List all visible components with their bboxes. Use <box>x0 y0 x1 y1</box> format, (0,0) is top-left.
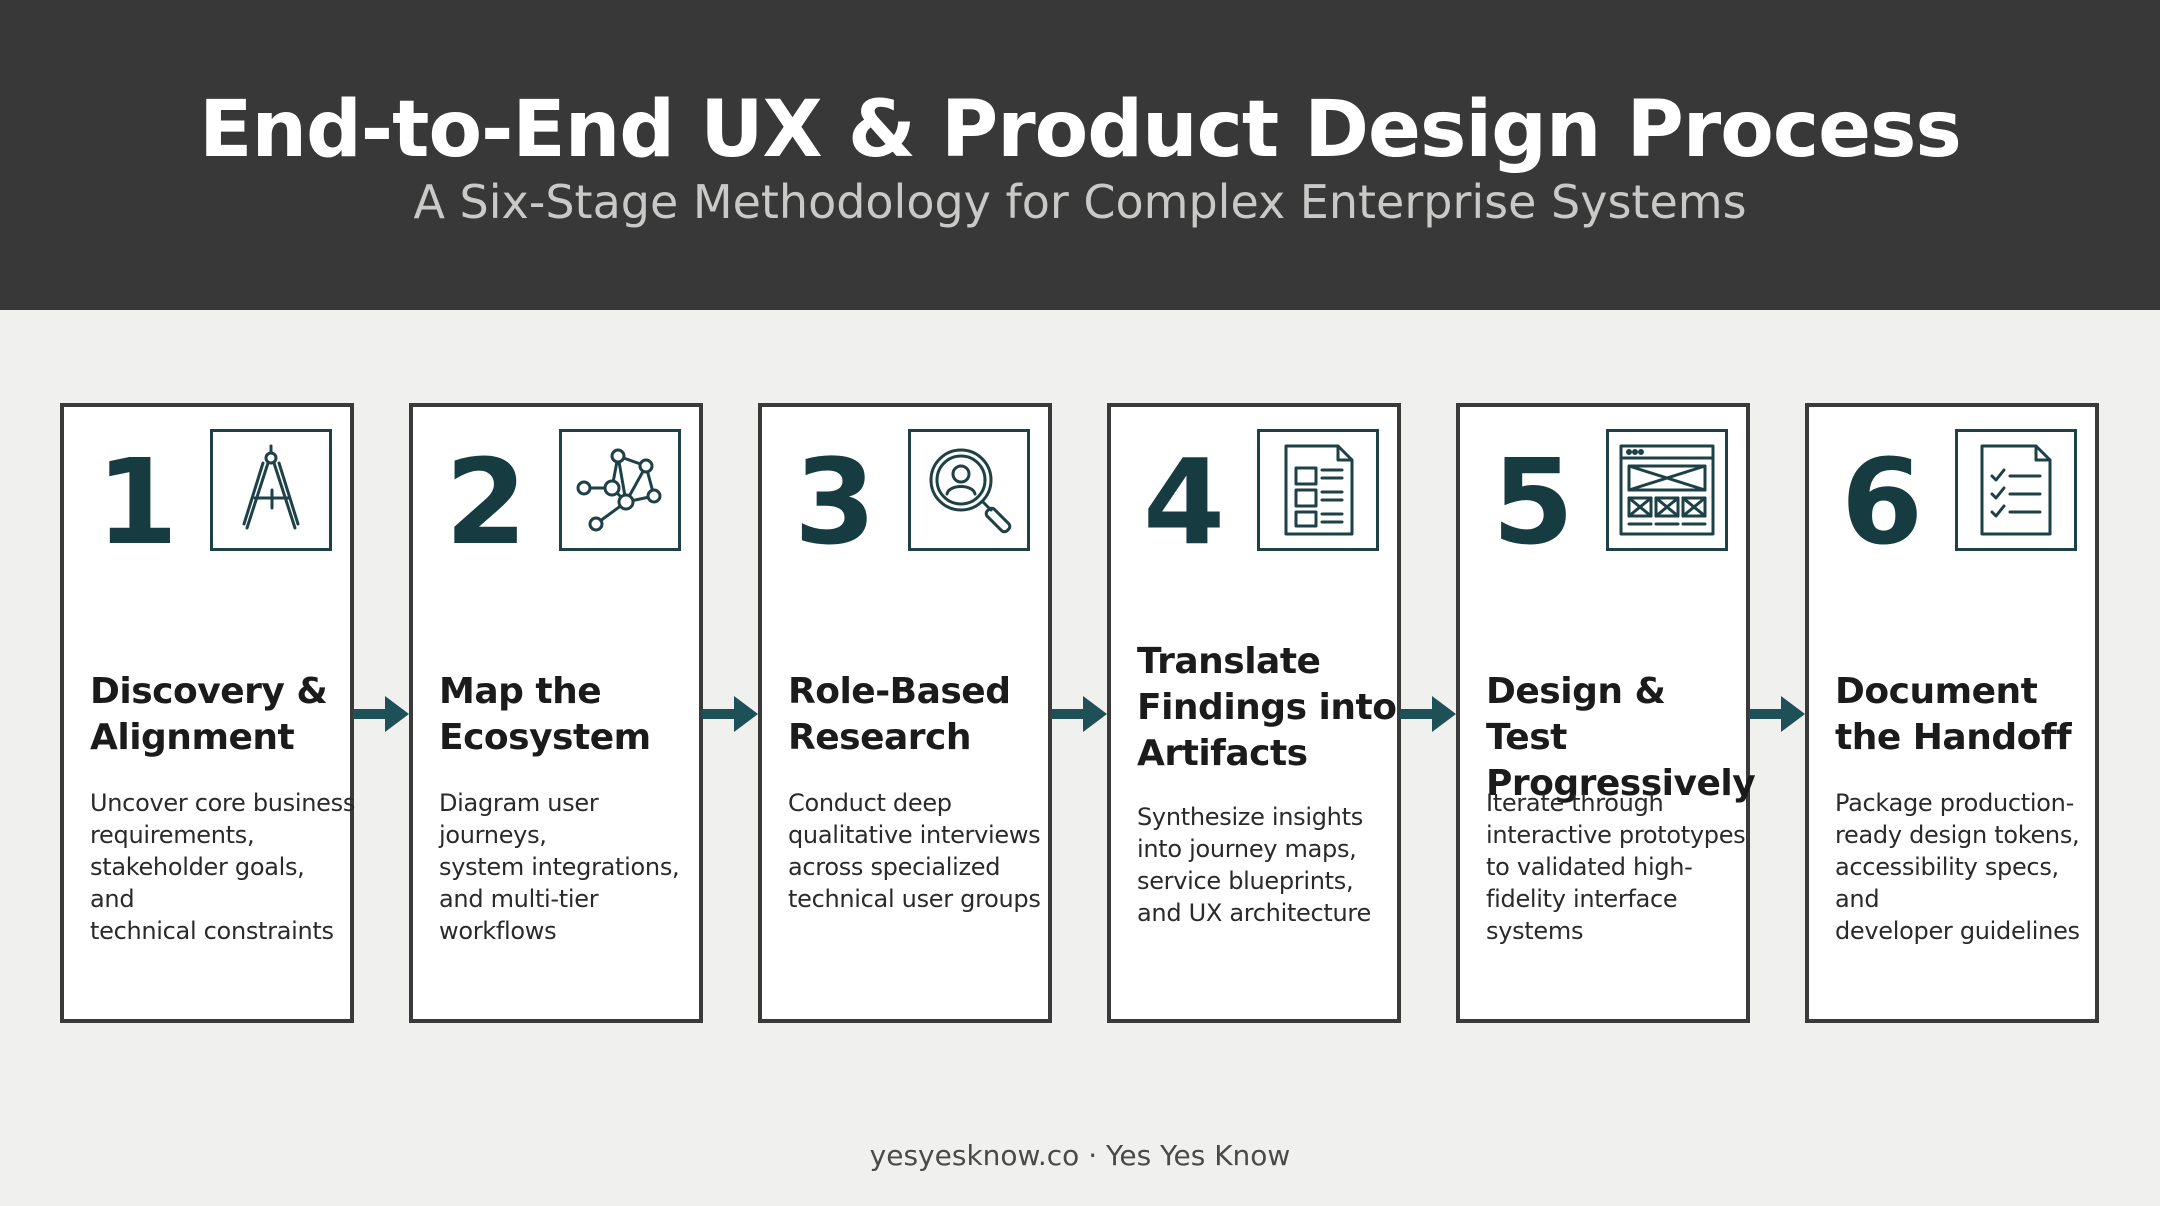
flow-arrow-icon <box>1051 696 1107 732</box>
header-banner: End-to-End UX & Product Design Process A… <box>0 0 2160 310</box>
network-graph-icon <box>559 429 681 551</box>
page-subtitle: A Six-Stage Methodology for Complex Ente… <box>413 175 1747 229</box>
stage-title: Discovery & Alignment <box>90 671 328 758</box>
stage-number: 5 <box>1492 433 1575 571</box>
page-title: End-to-End UX & Product Design Process <box>199 85 1962 175</box>
stage-card-4: 4 Translate Findings into Artifacts Synt… <box>1107 403 1401 1023</box>
stage-description: Synthesize insights into journey maps, s… <box>1137 803 1371 927</box>
stage-number: 3 <box>794 433 877 571</box>
stage-title: Design & Test Progressively <box>1486 671 1756 804</box>
stage-description: Uncover core business requirements, stak… <box>90 789 356 945</box>
stage-title: Translate Findings into Artifacts <box>1137 641 1397 774</box>
wireframe-browser-icon <box>1606 429 1728 551</box>
stage-number: 6 <box>1841 433 1924 571</box>
stage-title: Document the Handoff <box>1835 671 2072 758</box>
stage-number: 4 <box>1143 433 1226 571</box>
stage-number: 2 <box>445 433 528 571</box>
stage-title: Map the Ecosystem <box>439 671 651 758</box>
stage-card-3: 3 Role-Based Research Conduct deep quali… <box>758 403 1052 1023</box>
stage-card-1: 1 Discovery & Alignment Uncover core bus… <box>60 403 356 1023</box>
stage-card-2: 2 Map the Ecosystem Diagram user journey… <box>409 403 703 1023</box>
drafting-compass-icon <box>210 429 332 551</box>
flow-arrow-icon <box>353 696 409 732</box>
stage-card-5: 5 Design & Test Progressively Iterate th… <box>1456 403 1756 1023</box>
stage-description: Diagram user journeys, system integratio… <box>439 789 680 945</box>
user-search-icon <box>908 429 1030 551</box>
checklist-document-icon <box>1955 429 2077 551</box>
stage-description: Conduct deep qualitative interviews acro… <box>788 789 1041 913</box>
stage-description: Iterate through interactive prototypes t… <box>1486 789 1746 945</box>
flow-arrow-icon <box>702 696 758 732</box>
stage-card-6: 6 Document the Handoff Package productio… <box>1805 403 2099 1023</box>
stage-description: Package production- ready design tokens,… <box>1835 789 2080 945</box>
footer-credit: yesyesknow.co · Yes Yes Know <box>869 1139 1291 1172</box>
flow-arrow-icon <box>1749 696 1805 732</box>
stage-title: Role-Based Research <box>788 671 1011 758</box>
stage-number: 1 <box>96 433 179 571</box>
document-layout-icon <box>1257 429 1379 551</box>
flow-arrow-icon <box>1400 696 1456 732</box>
